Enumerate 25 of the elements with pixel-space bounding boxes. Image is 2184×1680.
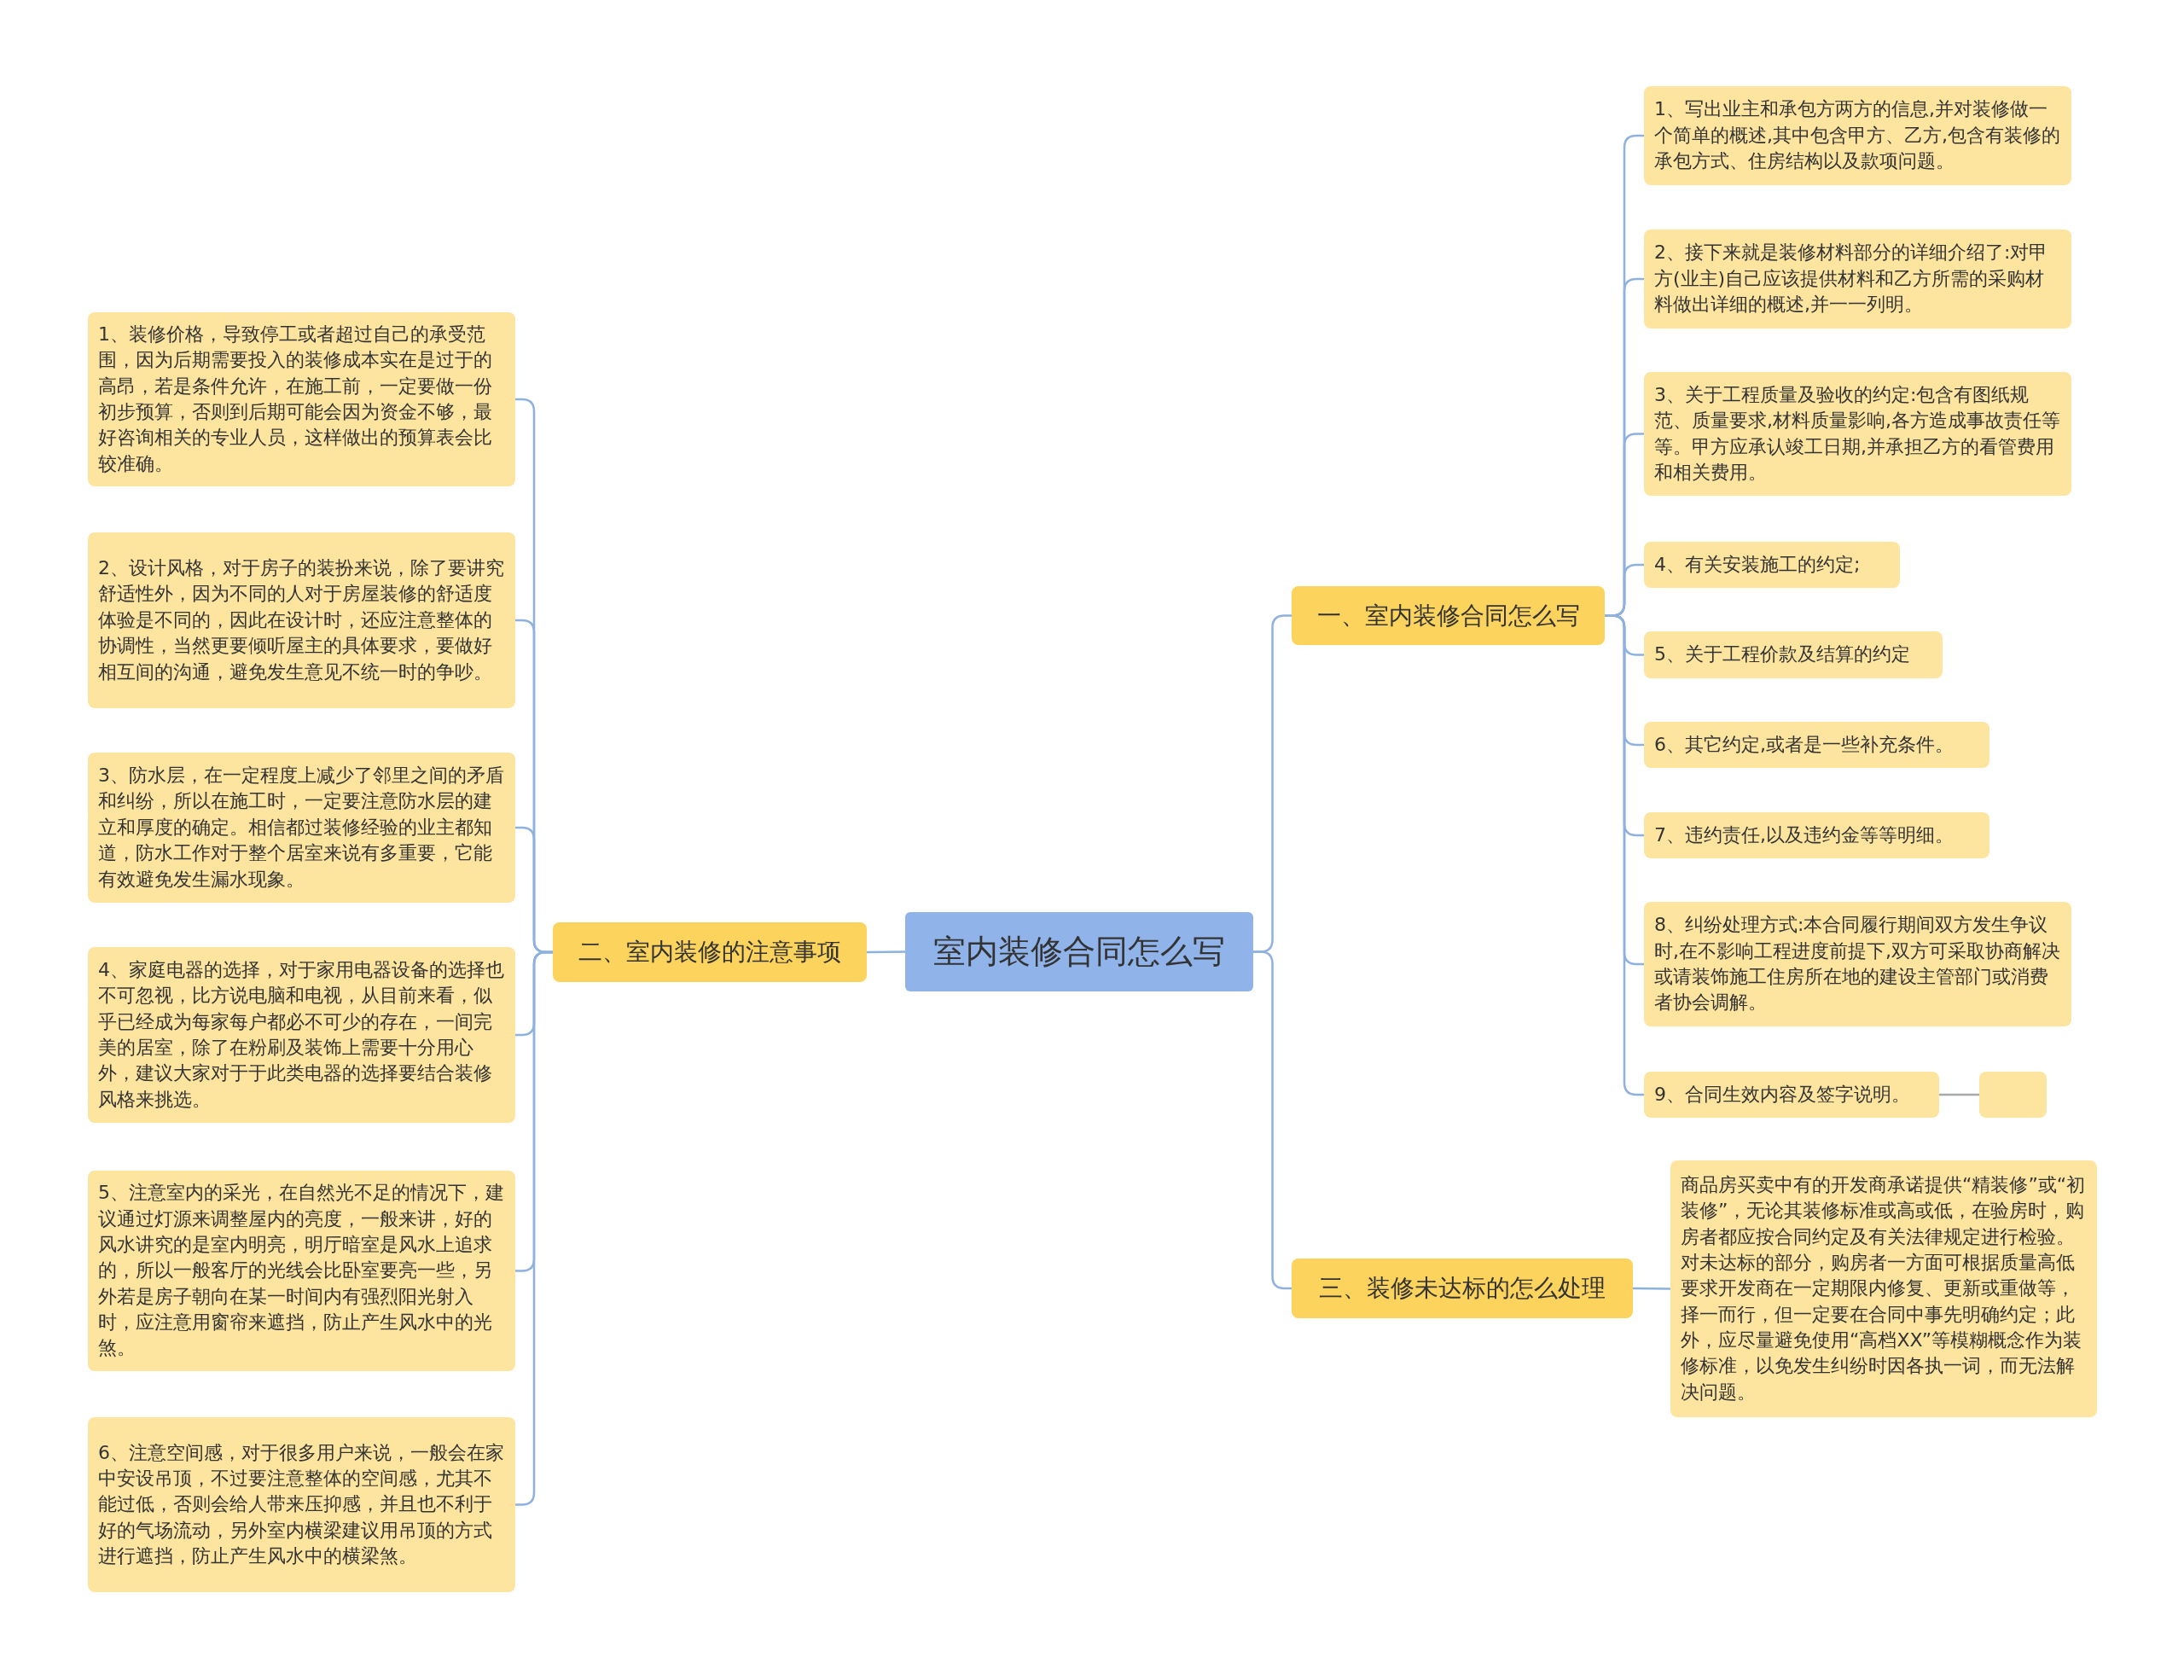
- leaf-topic-box: 7、违约责任,以及违约金等等明细。: [1644, 812, 1989, 858]
- leaf-topic-box: 8、纠纷处理方式:本合同履行期间双方发生争议时,在不影响工程进度前提下,双方可采取协商解决或请装饰施工住房所在地的建设主管部门或消费者协会调解。: [1644, 902, 2071, 1026]
- branch-topic-box: 一、室内装修合同怎么写: [1292, 586, 1605, 645]
- leaf-topic-box: 商品房买卖中有的开发商承诺提供“精装修”或“初装修”，无论其装修标准或高或低，在验房时，购房者都应按合同约定及有关法律规定进行检验。对未达标的部分，购房者一方面可根据质量高低要求开发商在一定期限内修复、更新或重做等，择一而行，但一定要在合同中事先明确约定；此外，应尽量避免使用“高档XX”等模糊概念作为装修标准，以免发生纠纷时因各执一词，而无法解决问题。: [1670, 1160, 2097, 1417]
- leaf-topic-box: 2、设计风格，对于房子的装扮来说，除了要讲究舒适性外，因为不同的人对于房屋装修的舒适度体验是不同的，因此在设计时，还应注意整体的协调性，当然更要倾听屋主的具体要求，要做好相互间的沟通，避免发生意见不统一时的争吵。: [88, 532, 515, 708]
- leaf-topic-box: 1、写出业主和承包方两方的信息,并对装修做一个简单的概述,其中包含甲方、乙方,包含有装修的承包方式、住房结构以及款项问题。: [1644, 86, 2071, 185]
- leaf-topic-box: 3、关于工程质量及验收的约定:包含有图纸规范、质量要求,材料质量影响,各方造成事故责任等等。甲方应承认竣工日期,并承担乙方的看管费用和相关费用。: [1644, 372, 2071, 496]
- leaf-topic-box: 9、合同生效内容及签字说明。: [1644, 1072, 1939, 1118]
- leaf-topic-box: 5、关于工程价款及结算的约定: [1644, 631, 1943, 678]
- empty-topic-box: [1979, 1072, 2047, 1118]
- central-topic-box: 室内装修合同怎么写: [905, 912, 1253, 991]
- leaf-topic-box: 2、接下来就是装修材料部分的详细介绍了:对甲方(业主)自己应该提供材料和乙方所需的采购材料做出详细的概述,并一一列明。: [1644, 230, 2071, 328]
- leaf-topic-box: 4、有关安装施工的约定;: [1644, 542, 1900, 588]
- leaf-topic-box: 1、装修价格，导致停工或者超过自己的承受范围，因为后期需要投入的装修成本实在是过于的高昂，若是条件允许，在施工前，一定要做一份初步预算，否则到后期可能会因为资金不够，最好咨询相关的专业人员，这样做出的预算表会比较准确。: [88, 312, 515, 486]
- leaf-topic-box: 6、注意空间感，对于很多用户来说，一般会在家中安设吊顶，不过要注意整体的空间感，尤其不能过低，否则会给人带来压抑感，并且也不利于好的气场流动，另外室内横梁建议用吊顶的方式进行遮挡，防止产生风水中的横梁煞。: [88, 1417, 515, 1592]
- leaf-topic-box: 6、其它约定,或者是一些补充条件。: [1644, 722, 1989, 768]
- leaf-topic-box: 4、家庭电器的选择，对于家用电器设备的选择也不可忽视，比方说电脑和电视，从目前来看，似乎已经成为每家每户都必不可少的存在，一间完美的居室，除了在粉刷及装饰上需要十分用心外，建议大家对于于此类电器的选择要结合装修风格来挑选。: [88, 947, 515, 1123]
- connector-line: [1633, 1287, 1670, 1290]
- connector-line: [1253, 950, 1292, 1290]
- connector-line: [867, 950, 905, 954]
- branch-topic-box: 二、室内装修的注意事项: [553, 922, 867, 982]
- connector-line: [1939, 1093, 1979, 1096]
- leaf-topic-box: 3、防水层，在一定程度上减少了邻里之间的矛盾和纠纷，所以在施工时，一定要注意防水层的建立和厚度的确定。相信都过装修经验的业主都知道，防水工作对于整个居室来说有多重要，它能有效避免发生漏水现象。: [88, 753, 515, 903]
- leaf-topic-box: 5、注意室内的采光，在自然光不足的情况下，建议通过灯源来调整屋内的亮度，一般来讲，好的风水讲究的是室内明亮，明厅暗室是风水上追求的，所以一般客厅的光线会比卧室要亮一些，另外若是房子朝向在某一时间内有强烈阳光射入时，应注意用窗帘来遮挡，防止产生风水中的光煞。: [88, 1171, 515, 1371]
- branch-topic-box: 三、装修未达标的怎么处理: [1292, 1259, 1633, 1318]
